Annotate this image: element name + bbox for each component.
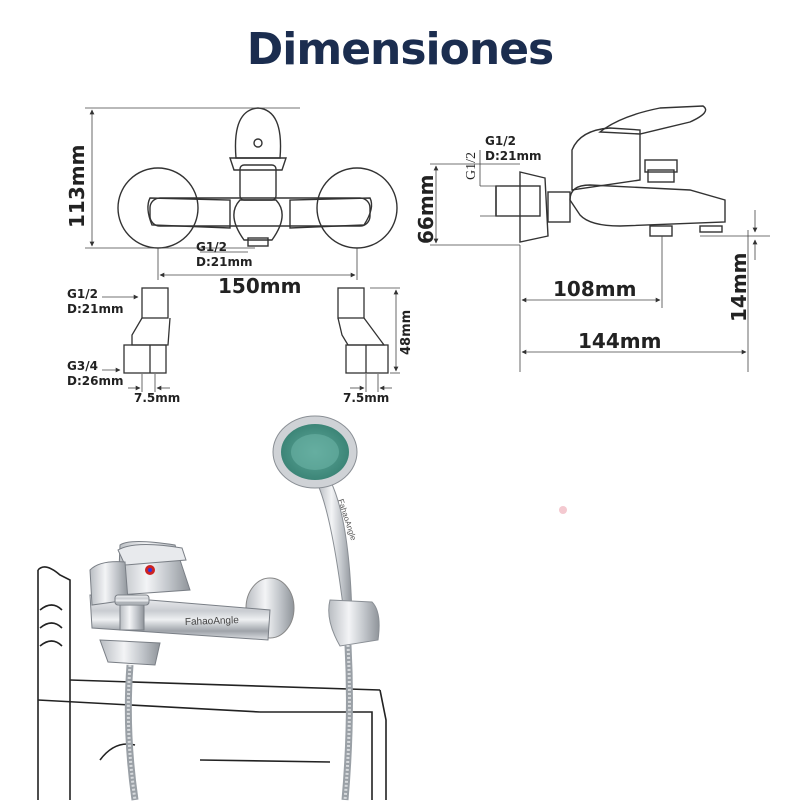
front-thread-label: G1/2 — [196, 240, 227, 254]
hand-shower: FahaoAngle — [272, 415, 380, 647]
connector-left-drawing — [123, 287, 171, 374]
connector-right-offset-label: 7.5mm — [343, 391, 389, 405]
front-width-label: 150mm — [218, 274, 301, 298]
connector-bottom-diameter-label: D:26mm — [67, 374, 123, 388]
front-diameter-label: D:21mm — [196, 255, 252, 269]
side-dimension-lines — [430, 150, 770, 372]
side-diameter-label: D:21mm — [485, 149, 541, 163]
front-dimension-lines — [85, 107, 358, 280]
pink-dot — [559, 506, 567, 514]
front-view-drawing — [117, 107, 398, 249]
connector-right-drawing — [337, 287, 389, 374]
side-height-label: 66mm — [414, 174, 438, 244]
connector-dimension-lines — [102, 287, 400, 392]
connector-left-offset-label: 7.5mm — [134, 391, 180, 405]
side-thread-label: G1/2 — [485, 134, 516, 148]
side-length-long-label: 144mm — [578, 329, 661, 353]
product-photo: FahaoAngle FahaoAngle — [37, 415, 567, 801]
bathtub-sketch — [37, 566, 387, 800]
mixer-hose — [124, 664, 139, 801]
side-thread-rotated-label: G1/2 — [464, 152, 479, 180]
connector-top-diameter-label: D:21mm — [67, 302, 123, 316]
connector-height-label: 48mm — [399, 310, 414, 355]
mixer-body: FahaoAngle — [89, 541, 271, 666]
front-height-label: 113mm — [65, 145, 89, 228]
connector-top-thread-label: G1/2 — [67, 287, 98, 301]
page-title: Dimensiones — [246, 24, 554, 75]
side-outlet-label: 14mm — [727, 252, 751, 322]
side-view-drawing — [495, 105, 726, 243]
mixer-brand-label: FahaoAngle — [185, 615, 240, 628]
side-length-short-label: 108mm — [553, 277, 636, 301]
connector-bottom-thread-label: G3/4 — [67, 359, 98, 373]
